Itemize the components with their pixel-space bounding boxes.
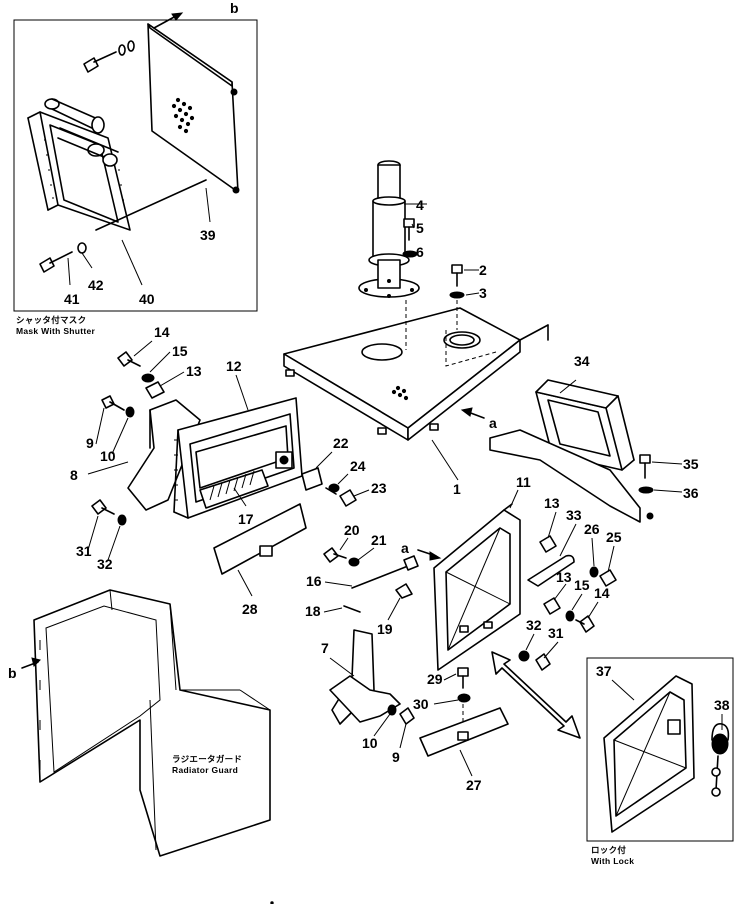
caption-lock-jp: ロック付: [591, 845, 626, 855]
caption-lock-en: With Lock: [591, 856, 634, 866]
door-assembly-right: 11 a 13 33 26 25 13 15 14 32 31 7 29 30 …: [321, 474, 622, 793]
part-39: 39: [200, 227, 216, 243]
part-25: 25: [606, 529, 622, 545]
part-34: 34: [574, 353, 590, 369]
part-6: 6: [416, 244, 424, 260]
part-11: 11: [516, 474, 531, 490]
part-15-right: 15: [574, 577, 590, 593]
part-22: 22: [333, 435, 349, 451]
part-21: 21: [371, 532, 387, 548]
ref-b-top: b: [230, 0, 239, 16]
part-12: 12: [226, 358, 242, 374]
part-13-lower-right: 13: [556, 569, 572, 585]
part-15-left: 15: [172, 343, 188, 359]
inset-frame: [13, 19, 258, 312]
ref-a-lower: a: [401, 540, 409, 556]
plate-part-1: [283, 300, 549, 481]
part-14-left: 14: [154, 324, 170, 340]
ref-arrow-b-top: [153, 12, 184, 29]
part-38: 38: [714, 697, 730, 713]
part-5: 5: [416, 220, 424, 236]
shutter-plate: [147, 23, 240, 194]
part-36: 36: [683, 485, 699, 501]
part-13-upper-right: 13: [544, 495, 560, 511]
part-17: 17: [238, 511, 254, 527]
part-35: 35: [683, 456, 699, 472]
top-plate-assembly: 4 5 6 2 3 1 a: [283, 160, 549, 497]
part-42: 42: [88, 277, 104, 293]
part-28: 28: [242, 601, 258, 617]
part-14-right: 14: [594, 585, 610, 601]
part-13-left: 13: [186, 363, 202, 379]
inset-lock-frame: [586, 657, 734, 842]
radiator-guard: b ラジエータガード Radiator Guard: [8, 589, 271, 857]
caption-mask-en: Mask With Shutter: [16, 326, 96, 336]
caption-guard-jp: ラジエータガード: [172, 754, 242, 764]
rod-assembly: 20 21 16 18 19: [305, 522, 419, 637]
ref-b-guard: b: [8, 665, 17, 681]
bolt-2: [449, 264, 465, 299]
bolt-bottom: [39, 187, 211, 286]
shutter-frame: [27, 98, 207, 231]
part-1: 1: [453, 481, 461, 497]
ref-a-upper: a: [489, 415, 497, 431]
bolt-top: [83, 40, 135, 73]
double-arrow: [491, 651, 581, 739]
part-16: 16: [306, 573, 322, 589]
part-2: 2: [479, 262, 487, 278]
bracket-part-34: 34 35 36: [489, 353, 699, 523]
part-32-left: 32: [97, 556, 113, 572]
part-10-right: 10: [362, 735, 378, 751]
part-33: 33: [566, 507, 582, 523]
part-20: 20: [344, 522, 360, 538]
part-19: 19: [377, 621, 393, 637]
part-9-left: 9: [86, 435, 94, 451]
part-9-right: 9: [392, 749, 400, 765]
caption-guard-en: Radiator Guard: [172, 765, 238, 775]
part-40: 40: [139, 291, 155, 307]
part-3: 3: [479, 285, 487, 301]
caption-mask-jp: シャッタ付マスク: [16, 315, 86, 325]
part-18: 18: [305, 603, 321, 619]
part-4: 4: [416, 197, 424, 213]
ref-arrow-a-upper: [460, 407, 485, 419]
part-31-right: 31: [548, 625, 564, 641]
part-27: 27: [466, 777, 482, 793]
inset-with-lock: 37 38 ロック付 With Lock: [586, 657, 734, 866]
part-10-left: 10: [100, 448, 116, 464]
part-7: 7: [321, 640, 329, 656]
radiator-assembly-left: 14 15 13 12 9 10 8 17 31 32 28 22 24 23: [70, 324, 387, 617]
part-26: 26: [584, 521, 600, 537]
part-30: 30: [413, 696, 429, 712]
inset-mask-with-shutter: b 39 40 41 42 シャッタ付マスク Mask With Shutter: [13, 0, 258, 336]
part-37: 37: [596, 663, 612, 679]
part-41: 41: [64, 291, 80, 307]
part-23: 23: [371, 480, 387, 496]
part-8: 8: [70, 467, 78, 483]
part-31-left: 31: [76, 543, 92, 559]
part-29: 29: [427, 671, 443, 687]
part-32-right: 32: [526, 617, 542, 633]
column-part-4: [358, 160, 427, 298]
part-24: 24: [350, 458, 366, 474]
